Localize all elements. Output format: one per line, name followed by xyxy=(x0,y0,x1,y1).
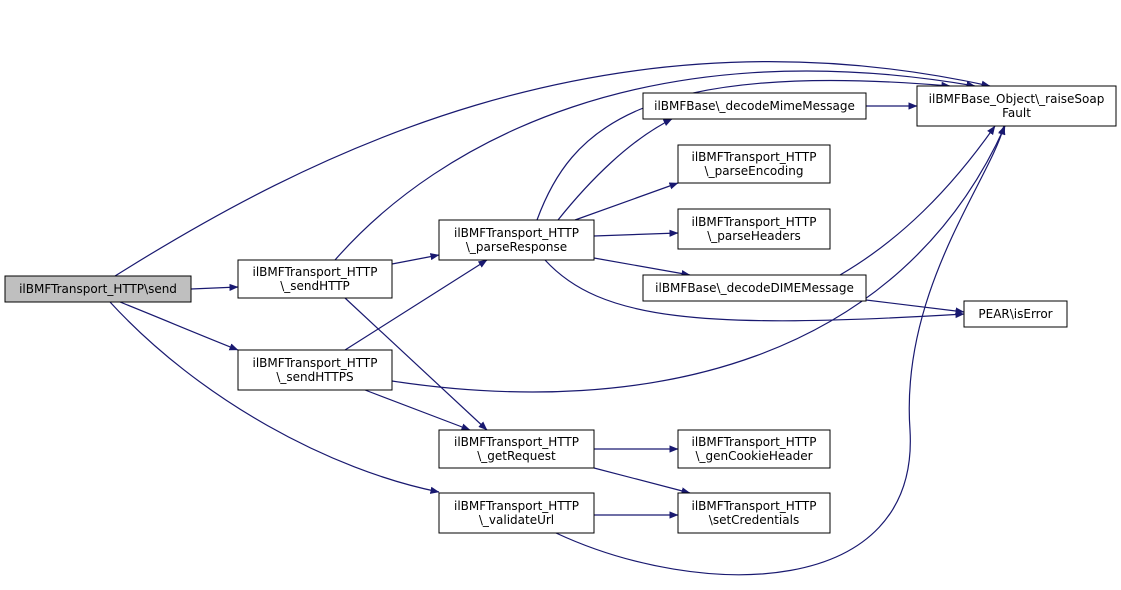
nodes: ilBMFTransport_HTTP\send ilBMFTransport_H… xyxy=(4,85,1117,534)
edge-line xyxy=(536,79,951,221)
node-label: \_sendHTTPS xyxy=(276,370,353,384)
edge-line xyxy=(109,301,440,494)
node-label: ilBMFBase_Object\_raiseSoap xyxy=(929,92,1105,106)
edge-line xyxy=(190,283,239,291)
edge-sendHTTP-to-parseResponse xyxy=(391,253,440,265)
edge-sendHTTPS-to-getRequest xyxy=(364,389,471,431)
node-label: \_parseEncoding xyxy=(705,164,804,178)
node-decodeMime[interactable]: ilBMFBase\_decodeMimeMessage xyxy=(642,92,867,120)
edge-parseResponse-to-decodeMime xyxy=(557,118,673,221)
node-box xyxy=(642,92,867,120)
node-getRequest[interactable]: ilBMFTransport_HTTP\_getRequest xyxy=(438,429,595,469)
node-parseHeaders[interactable]: ilBMFTransport_HTTP\_parseHeaders xyxy=(677,208,831,250)
edge-parseResponse-to-parseEncoding xyxy=(574,182,679,221)
edge-line xyxy=(391,253,440,265)
edge-line xyxy=(557,118,673,221)
node-send[interactable]: ilBMFTransport_HTTP\send xyxy=(4,275,192,303)
node-label: \_genCookieHeader xyxy=(695,449,812,463)
node-genCookie[interactable]: ilBMFTransport_HTTP\_genCookieHeader xyxy=(677,429,831,469)
node-parseEncoding[interactable]: ilBMFTransport_HTTP\_parseEncoding xyxy=(677,144,831,184)
node-label: ilBMFTransport_HTTP xyxy=(692,435,817,449)
edge-send-to-sendHTTP xyxy=(190,283,239,291)
node-label: \setCredentials xyxy=(709,513,799,527)
edge-sendHTTP-to-raiseSoap xyxy=(334,70,976,261)
node-label: \_parseHeaders xyxy=(707,229,801,243)
node-label: PEAR\isError xyxy=(978,307,1052,321)
edge-line xyxy=(593,229,679,237)
node-sendHTTP[interactable]: ilBMFTransport_HTTP\_sendHTTP xyxy=(237,259,393,299)
edge-parseResponse-to-decodeDIME xyxy=(593,257,691,278)
edge-line xyxy=(593,467,691,495)
node-validateUrl[interactable]: ilBMFTransport_HTTP\_validateUrl xyxy=(438,492,595,534)
edge-validateUrl-to-raiseSoap xyxy=(555,125,1006,576)
node-box xyxy=(963,300,1068,328)
edge-line xyxy=(574,182,679,221)
node-box xyxy=(642,274,867,302)
node-box xyxy=(438,429,595,469)
node-label: \_sendHTTP xyxy=(280,279,350,293)
edge-send-to-validateUrl xyxy=(109,301,440,494)
edge-decodeDIME-to-raiseSoap xyxy=(839,125,996,276)
node-label: ilBMFTransport_HTTP xyxy=(692,215,817,229)
node-label: ilBMFTransport_HTTP xyxy=(454,226,579,240)
node-box xyxy=(237,259,393,299)
edge-send-to-raiseSoap xyxy=(114,61,991,277)
edge-parseResponse-to-parseHeaders xyxy=(593,229,679,237)
edge-line xyxy=(865,299,965,315)
edge-line xyxy=(555,125,1006,576)
node-label: ilBMFTransport_HTTP xyxy=(692,150,817,164)
node-isError[interactable]: PEAR\isError xyxy=(963,300,1068,328)
node-label: ilBMFTransport_HTTP xyxy=(692,499,817,513)
edge-line xyxy=(344,259,488,351)
node-sendHTTPS[interactable]: ilBMFTransport_HTTP\_sendHTTPS xyxy=(237,349,393,391)
edge-line xyxy=(114,61,991,277)
node-label: \_parseResponse xyxy=(466,240,567,254)
node-label: ilBMFTransport_HTTP\send xyxy=(19,282,177,296)
edge-line xyxy=(344,297,488,431)
edge-line xyxy=(544,259,965,322)
edge-decodeDIME-to-isError xyxy=(865,299,965,315)
edge-parseResponse-to-isError xyxy=(544,259,965,322)
edge-getRequest-to-setCred xyxy=(593,467,691,495)
node-box xyxy=(916,85,1117,127)
edges xyxy=(109,61,1006,576)
node-label: ilBMFBase\_decodeDIMEMessage xyxy=(655,281,854,295)
edge-sendHTTPS-to-parseResponse xyxy=(344,259,488,351)
node-box xyxy=(677,144,831,184)
edge-line xyxy=(593,257,691,278)
edge-line xyxy=(334,70,976,261)
node-box xyxy=(237,349,393,391)
node-label: ilBMFTransport_HTTP xyxy=(253,356,378,370)
node-box xyxy=(438,492,595,534)
node-box xyxy=(677,208,831,250)
node-decodeDIME[interactable]: ilBMFBase\_decodeDIMEMessage xyxy=(642,274,867,302)
node-label: ilBMFTransport_HTTP xyxy=(253,265,378,279)
node-label: ilBMFTransport_HTTP xyxy=(454,435,579,449)
node-label: \_validateUrl xyxy=(479,513,554,527)
edge-parseResponse-to-raiseSoap xyxy=(536,79,951,221)
edge-sendHTTP-to-getRequest xyxy=(344,297,488,431)
edge-line xyxy=(364,389,471,431)
node-box xyxy=(677,429,831,469)
edge-line xyxy=(391,125,1006,393)
node-label: Fault xyxy=(1002,106,1031,120)
node-box xyxy=(438,219,595,261)
node-label: \_getRequest xyxy=(477,449,556,463)
edge-line xyxy=(119,301,239,351)
node-box xyxy=(677,492,831,534)
node-setCred[interactable]: ilBMFTransport_HTTP\setCredentials xyxy=(677,492,831,534)
node-label: ilBMFTransport_HTTP xyxy=(454,499,579,513)
edge-line xyxy=(839,125,996,276)
node-box xyxy=(4,275,192,303)
edge-sendHTTPS-to-raiseSoap xyxy=(391,125,1006,393)
node-label: ilBMFBase\_decodeMimeMessage xyxy=(654,99,855,113)
node-parseResponse[interactable]: ilBMFTransport_HTTP\_parseResponse xyxy=(438,219,595,261)
edge-send-to-sendHTTPS xyxy=(119,301,239,351)
